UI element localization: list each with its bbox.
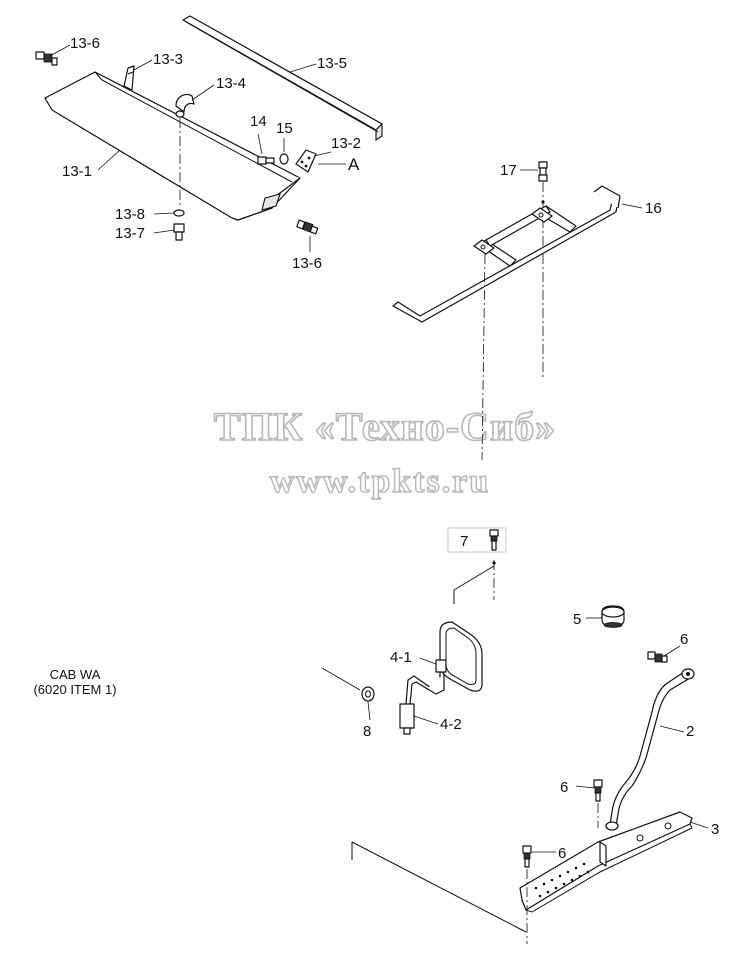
callout-13-3: 13-3 bbox=[153, 51, 183, 68]
sun-visor-assembly bbox=[35, 15, 383, 241]
visor-body-13-1 bbox=[44, 71, 301, 221]
watermark-line1: ТПК «Техно-Сиб» bbox=[214, 404, 556, 449]
callout-4-2: 4-2 bbox=[440, 716, 462, 733]
callout-labels: 13-6 13-3 13-5 13-4 14 15 13-2 A 13-1 13… bbox=[62, 35, 719, 862]
washer-15 bbox=[279, 153, 289, 165]
callout-13-5: 13-5 bbox=[317, 55, 347, 72]
callout-13-2: 13-2 bbox=[331, 135, 361, 152]
cap-5 bbox=[601, 605, 625, 628]
screw-14 bbox=[257, 156, 275, 165]
callout-A: A bbox=[348, 155, 360, 174]
bolt-6-middle bbox=[593, 779, 603, 802]
bolt-17 bbox=[538, 161, 548, 182]
callout-13-6-top: 13-6 bbox=[70, 35, 100, 52]
note-line1: CAB WA bbox=[50, 667, 101, 682]
callout-13-7: 13-7 bbox=[115, 225, 145, 242]
cab-note: CAB WA (6020 ITEM 1) bbox=[33, 667, 116, 697]
rail-13-5 bbox=[182, 15, 383, 142]
bolt-6-top bbox=[647, 651, 668, 663]
callout-17: 17 bbox=[500, 162, 517, 179]
hook-13-4 bbox=[175, 93, 195, 118]
callout-4-1: 4-1 bbox=[390, 649, 412, 666]
bracket-13-3 bbox=[123, 65, 135, 91]
mirror-assembly bbox=[361, 527, 507, 735]
callout-6-bottom: 6 bbox=[558, 845, 566, 862]
callout-7: 7 bbox=[460, 533, 468, 550]
bolt-13-6-top bbox=[35, 51, 58, 66]
callout-8: 8 bbox=[363, 723, 371, 740]
watermark-line2: www.tpkts.ru bbox=[270, 463, 490, 500]
bolt-7 bbox=[447, 527, 507, 553]
stay-rod-2 bbox=[605, 668, 695, 831]
mirror-arm-4-2 bbox=[399, 672, 445, 735]
grab-bar-assembly bbox=[392, 161, 621, 461]
callout-16: 16 bbox=[645, 200, 662, 217]
bolt-13-6-bottom bbox=[296, 219, 319, 235]
step-assembly bbox=[351, 605, 695, 944]
visor-leaders bbox=[49, 44, 346, 252]
callout-15: 15 bbox=[276, 120, 293, 137]
callout-13-4: 13-4 bbox=[216, 75, 246, 92]
callout-5: 5 bbox=[573, 611, 581, 628]
watermark: ТПК «Техно-Сиб» www.tpkts.ru bbox=[213, 403, 556, 501]
bolt-13-7 bbox=[173, 223, 185, 241]
callout-13-1: 13-1 bbox=[62, 163, 92, 180]
callout-13-8: 13-8 bbox=[115, 206, 145, 223]
callout-3: 3 bbox=[711, 821, 719, 838]
mirror-head-4-1 bbox=[435, 621, 483, 692]
grab-bar-leaders bbox=[520, 169, 643, 209]
washer-13-8 bbox=[173, 209, 185, 217]
callout-6-middle: 6 bbox=[560, 779, 568, 796]
bolt-6-bottom bbox=[522, 845, 532, 868]
callout-13-6-bottom: 13-6 bbox=[292, 255, 322, 272]
plate-13-2 bbox=[295, 149, 317, 173]
note-line2: (6020 ITEM 1) bbox=[33, 682, 116, 697]
callout-2: 2 bbox=[686, 723, 694, 740]
mirror-leaders bbox=[321, 657, 439, 725]
callout-14: 14 bbox=[250, 113, 267, 130]
step-leaders bbox=[532, 617, 709, 853]
washer-8 bbox=[361, 686, 375, 702]
step-bracket-3 bbox=[519, 811, 693, 913]
callout-6-top: 6 bbox=[680, 631, 688, 648]
